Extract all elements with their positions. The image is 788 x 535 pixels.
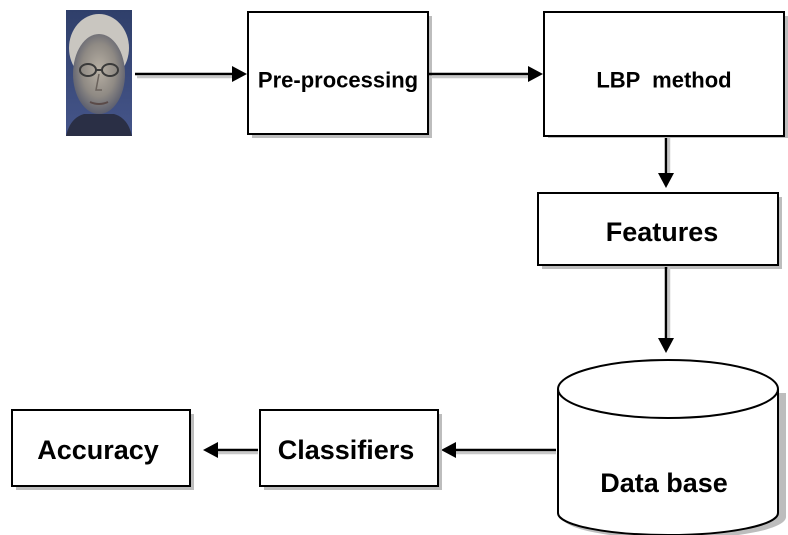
database-body: [557, 389, 779, 535]
lbp-method-label: LBP method: [596, 68, 731, 93]
features-box: Features: [537, 192, 782, 269]
preprocessing-box: Pre-processing: [247, 11, 432, 138]
photo-nose: [95, 73, 102, 91]
accuracy-label: Accuracy: [37, 435, 159, 465]
features-label: Features: [606, 217, 719, 247]
photo-shoulders: [66, 114, 132, 136]
arrow-photo-to-preprocessing: [135, 66, 247, 82]
arrow-classifiers-to-accuracy: [203, 442, 258, 458]
arrow-lbp-to-features: [658, 138, 674, 188]
database-label: Data base: [600, 468, 728, 498]
classifiers-box: Classifiers: [259, 409, 442, 490]
accuracy-box: Accuracy: [11, 409, 194, 490]
classifiers-label: Classifiers: [278, 435, 415, 465]
database-cylinder: Data base: [557, 359, 786, 535]
database-top: [557, 359, 779, 419]
photo-mouth: [89, 101, 109, 105]
lbp-method-box: LBP method: [543, 11, 788, 138]
face-photo: [66, 10, 132, 136]
arrow-preprocessing-to-lbp: [429, 66, 543, 82]
arrow-features-to-database: [658, 267, 674, 353]
preprocessing-label: Pre-processing: [258, 68, 418, 93]
arrow-database-to-classifiers: [441, 442, 556, 458]
